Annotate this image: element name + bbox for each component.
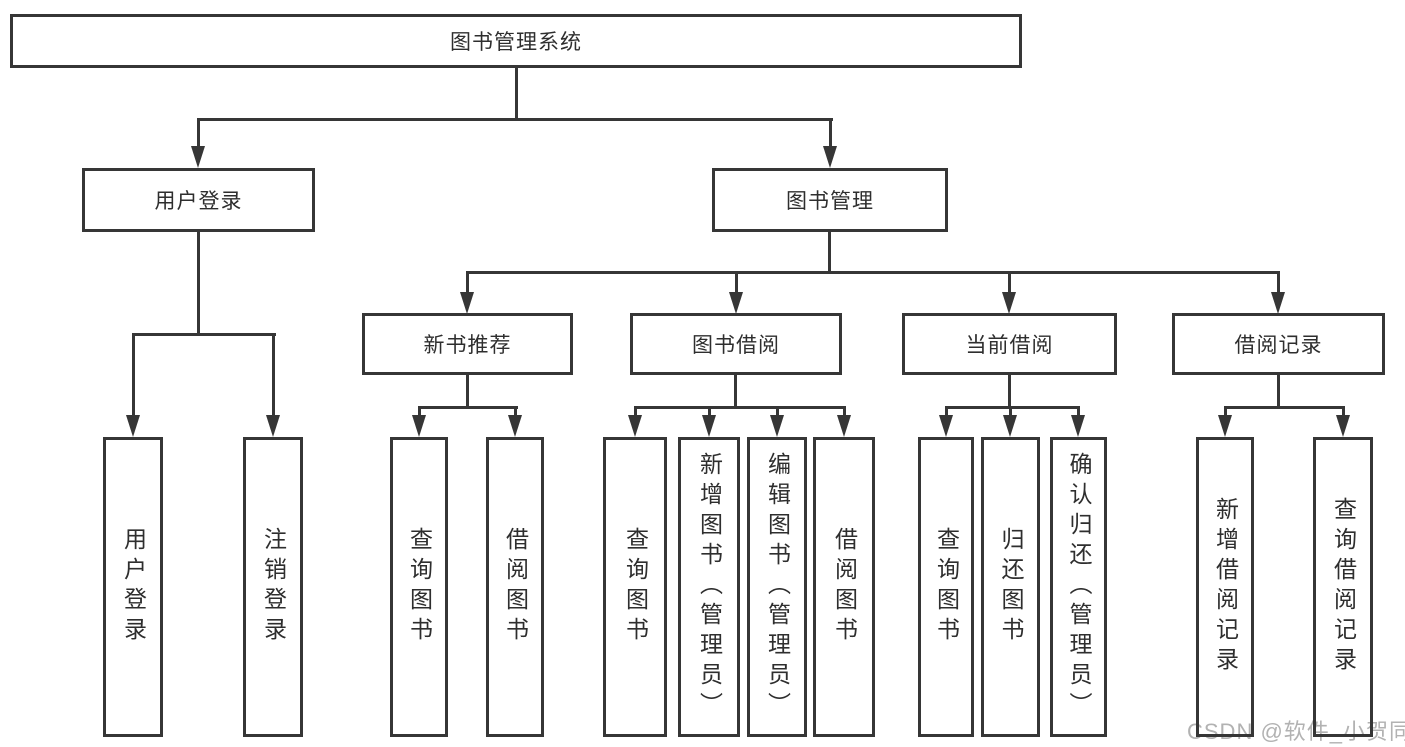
connector-line (515, 68, 518, 121)
connector-line (132, 333, 135, 417)
node-label: 新书推荐 (423, 334, 512, 357)
connector-line (197, 118, 833, 121)
arrow-down-icon (628, 415, 642, 437)
node-label: 当前借阅 (965, 334, 1054, 357)
connector-line (945, 406, 1080, 409)
leaf-label: 查询图书 (406, 527, 433, 647)
leaf-borrow-books-recommend: 借阅图书 (486, 437, 544, 737)
node-label: 图书管理系统 (450, 31, 582, 54)
arrow-down-icon (460, 292, 474, 314)
connector-line (197, 232, 200, 336)
leaf-label: 查询借阅记录 (1330, 497, 1357, 677)
connector-line (132, 333, 276, 336)
connector-line (1277, 375, 1280, 409)
connector-line (828, 232, 831, 274)
arrow-down-icon (837, 415, 851, 437)
connector-line (272, 333, 275, 417)
node-label: 用户登录 (154, 190, 243, 213)
connector-line (466, 375, 469, 409)
arrow-down-icon (770, 415, 784, 437)
arrow-down-icon (266, 415, 280, 437)
connector-line (734, 375, 737, 409)
csdn-watermark: CSDN @软件_小贺同学 (1187, 719, 1405, 744)
leaf-label: 查询图书 (622, 527, 649, 647)
node-book-management: 图书管理 (712, 168, 948, 232)
connector-line (1277, 271, 1280, 294)
leaf-label: 编辑图书（管理员） (764, 452, 791, 722)
node-library-system: 图书管理系统 (10, 14, 1022, 68)
arrow-down-icon (126, 415, 140, 437)
connector-line (945, 406, 948, 418)
leaf-label: 用户登录 (120, 527, 147, 647)
node-user-login: 用户登录 (82, 168, 315, 232)
connector-line (634, 406, 637, 418)
node-label: 借阅记录 (1234, 334, 1323, 357)
leaf-label: 注销登录 (260, 527, 287, 647)
leaf-add-book-admin: 新增图书（管理员） (678, 437, 740, 737)
arrow-down-icon (412, 415, 426, 437)
leaf-logout: 注销登录 (243, 437, 303, 737)
node-label: 图书借阅 (692, 334, 780, 357)
arrow-down-icon (1071, 415, 1085, 437)
node-borrowing-records: 借阅记录 (1172, 313, 1385, 375)
arrow-down-icon (508, 415, 522, 437)
arrow-down-icon (823, 146, 837, 168)
connector-line (418, 406, 421, 418)
node-current-borrowing: 当前借阅 (902, 313, 1117, 375)
arrow-down-icon (1002, 292, 1016, 314)
leaf-query-borrow-record: 查询借阅记录 (1313, 437, 1373, 737)
connector-line (466, 271, 469, 294)
leaf-return-books: 归还图书 (981, 437, 1040, 737)
connector-line (708, 406, 711, 418)
connector-line (1009, 406, 1012, 418)
leaf-query-books-current: 查询图书 (918, 437, 974, 737)
leaf-label: 归还图书 (998, 527, 1024, 647)
arrow-down-icon (702, 415, 716, 437)
arrow-down-icon (1271, 292, 1285, 314)
connector-line (735, 271, 738, 294)
connector-line (776, 406, 779, 418)
connector-line (843, 406, 846, 418)
connector-line (1342, 406, 1345, 418)
leaf-label: 新增借阅记录 (1212, 497, 1239, 677)
node-book-borrowing: 图书借阅 (630, 313, 842, 375)
leaf-label: 借阅图书 (831, 527, 858, 647)
connector-line (466, 271, 1280, 274)
leaf-label: 借阅图书 (502, 527, 529, 647)
arrow-down-icon (1003, 415, 1017, 437)
arrow-down-icon (191, 146, 205, 168)
connector-line (418, 406, 518, 409)
leaf-borrow-books: 借阅图书 (813, 437, 875, 737)
connector-line (1008, 375, 1011, 409)
leaf-query-books-recommend: 查询图书 (390, 437, 448, 737)
connector-line (829, 118, 832, 148)
connector-line (197, 118, 200, 148)
arrow-down-icon (1336, 415, 1350, 437)
leaf-label: 查询图书 (933, 527, 960, 647)
connector-line (1008, 271, 1011, 294)
leaf-add-borrow-record: 新增借阅记录 (1196, 437, 1254, 737)
connector-line (1224, 406, 1345, 409)
leaf-edit-book-admin: 编辑图书（管理员） (747, 437, 807, 737)
leaf-confirm-return-admin: 确认归还（管理员） (1050, 437, 1107, 737)
node-label: 图书管理 (786, 190, 874, 213)
connector-line (1077, 406, 1080, 418)
connector-line (634, 406, 846, 409)
connector-line (1224, 406, 1227, 418)
leaf-query-books-borrow: 查询图书 (603, 437, 667, 737)
node-new-book-recommendation: 新书推荐 (362, 313, 573, 375)
leaf-label: 确认归还（管理员） (1066, 452, 1092, 722)
leaf-user-login: 用户登录 (103, 437, 163, 737)
arrow-down-icon (939, 415, 953, 437)
connector-line (514, 406, 517, 418)
arrow-down-icon (1218, 415, 1232, 437)
leaf-label: 新增图书（管理员） (696, 452, 723, 722)
arrow-down-icon (729, 292, 743, 314)
